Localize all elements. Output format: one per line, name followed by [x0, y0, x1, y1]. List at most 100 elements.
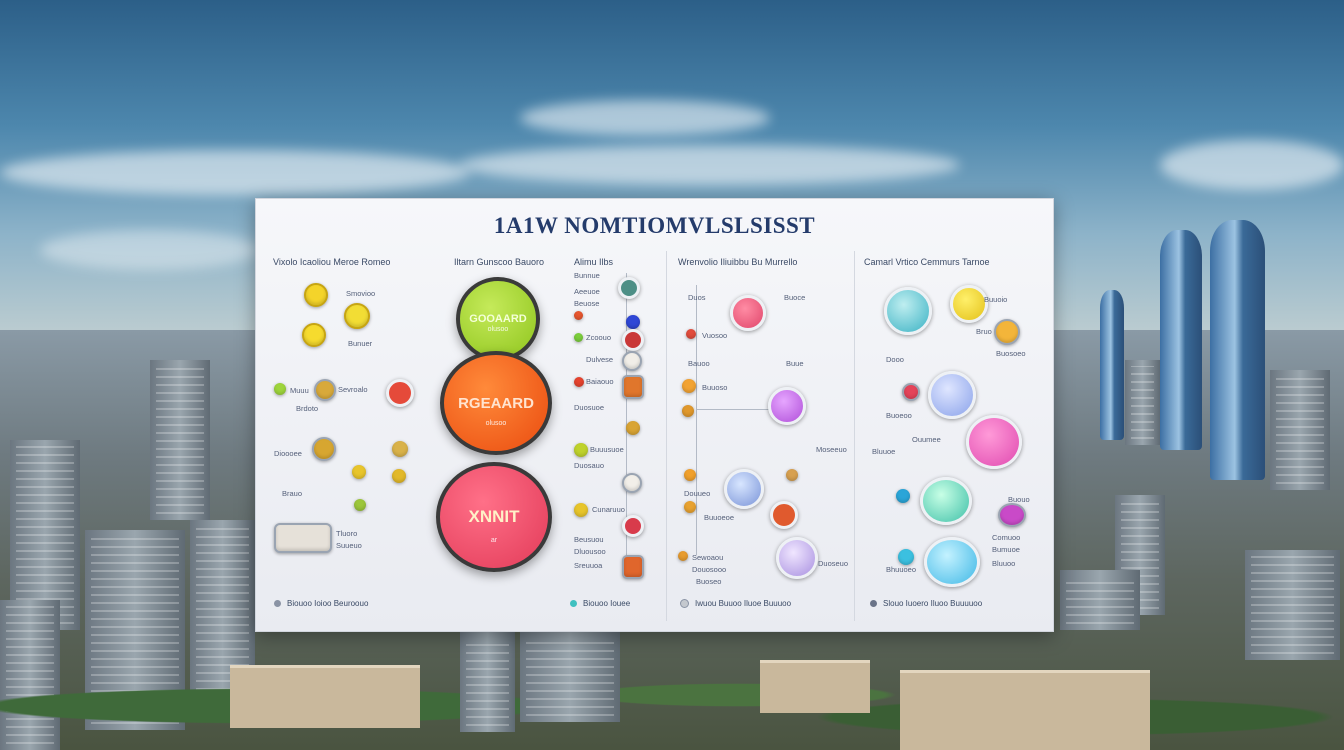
button-sublabel: olusoo — [487, 326, 509, 333]
label: Buue — [786, 359, 804, 368]
label: Duoseuo — [818, 559, 849, 568]
cyan-bubble-icon[interactable] — [924, 537, 980, 587]
label: Duos — [688, 293, 706, 302]
label: Beusuou — [574, 535, 604, 544]
orange-dot-icon[interactable] — [678, 551, 688, 561]
yellow-dot-icon[interactable] — [344, 303, 370, 329]
amber-badge-icon[interactable] — [994, 319, 1020, 345]
info-badge-icon[interactable] — [622, 351, 642, 371]
roof — [230, 665, 420, 728]
label: Beuose — [574, 299, 600, 308]
footer-text: Iwuou Buuoo Iluoe Buuuoo — [695, 599, 792, 608]
aqua-bubble-icon[interactable] — [920, 477, 972, 525]
gold-dot-icon[interactable] — [626, 421, 640, 435]
green-dot-icon[interactable] — [274, 383, 286, 395]
label: Aeeuoe — [574, 287, 600, 296]
label: Tluoro — [336, 529, 358, 538]
label: Buuoio — [984, 295, 1008, 304]
yellow-dot-icon[interactable] — [302, 323, 326, 347]
button-sublabel: ar — [490, 537, 498, 544]
label: Cunaruuo — [592, 505, 625, 514]
label: Bauoo — [688, 359, 710, 368]
teal-bubble-icon[interactable] — [884, 287, 932, 335]
orange-tag-icon[interactable] — [622, 375, 644, 399]
skyscraper — [1100, 290, 1124, 440]
yellow-bubble-icon[interactable] — [950, 285, 988, 323]
yellow-dot-icon[interactable] — [574, 503, 588, 517]
red-dot-icon[interactable] — [686, 329, 696, 339]
tan-dot-icon[interactable] — [786, 469, 798, 481]
roof — [760, 660, 870, 713]
button-label: GOOAARD — [469, 313, 527, 325]
blue-bubble-icon[interactable] — [928, 371, 976, 419]
gold-badge-icon[interactable] — [312, 437, 336, 461]
label: Brauo — [282, 489, 303, 498]
green-dot-icon[interactable] — [354, 499, 366, 511]
skyscraper — [1160, 230, 1202, 450]
green-dot-icon[interactable] — [574, 333, 583, 342]
label: Smovioo — [346, 289, 376, 298]
label: Baiaouo — [586, 377, 614, 386]
orange-dot-icon[interactable] — [682, 379, 696, 393]
info-badge-icon[interactable] — [622, 473, 642, 493]
orange-dot-icon[interactable] — [574, 311, 583, 320]
orange-dot-icon[interactable] — [682, 405, 694, 417]
label: Dooo — [886, 355, 904, 364]
label: Dioooee — [274, 449, 302, 458]
red-badge-icon[interactable] — [622, 515, 644, 537]
label: Sewoaou — [692, 553, 724, 562]
label: Comuoo — [992, 533, 1021, 542]
label: Bluuoo — [992, 559, 1016, 568]
building — [460, 632, 515, 732]
label: Bumuoe — [992, 545, 1020, 554]
lime-dot-icon[interactable] — [574, 443, 588, 457]
label: Bunnue — [574, 271, 600, 280]
label: Bruo — [976, 327, 992, 336]
gold-badge-icon[interactable] — [314, 379, 336, 401]
legend-dot-icon — [680, 599, 689, 608]
label: Buoeoo — [886, 411, 912, 420]
lavender-bubble-icon[interactable] — [776, 537, 818, 579]
label: Bhuuoeo — [886, 565, 917, 574]
yellow-dot-icon[interactable] — [392, 469, 406, 483]
red-badge-icon[interactable] — [622, 329, 644, 351]
purple-badge-icon[interactable] — [998, 503, 1026, 527]
building — [10, 440, 80, 630]
blue-dot-icon[interactable] — [626, 315, 640, 329]
red-badge-icon[interactable] — [902, 383, 920, 401]
orange-status-button[interactable]: RGEAARD olusoo — [440, 351, 552, 455]
device-icon[interactable] — [274, 523, 332, 553]
cloud — [1160, 140, 1344, 190]
column-heading: Camarl Vrtico Cemmurs Tarnoe — [864, 257, 990, 267]
cyan-dot-icon[interactable] — [898, 549, 914, 565]
label: Vuosoo — [702, 331, 728, 340]
teal-badge-icon[interactable] — [618, 277, 640, 299]
label: Douosooo — [692, 565, 727, 574]
label: Sreuuoa — [574, 561, 603, 570]
green-status-button[interactable]: GOOAARD olusoo — [456, 277, 540, 361]
magenta-bubble-icon[interactable] — [966, 415, 1022, 469]
label: Buoce — [784, 293, 806, 302]
orange-dot-icon[interactable] — [684, 469, 696, 481]
yellow-dot-icon[interactable] — [304, 283, 328, 307]
yellow-dot-icon[interactable] — [352, 465, 366, 479]
cloud — [460, 145, 960, 185]
pink-bubble-icon[interactable] — [730, 295, 766, 331]
orange-badge-icon[interactable] — [770, 501, 798, 529]
red-badge-icon[interactable] — [386, 379, 414, 407]
orange-dot-icon[interactable] — [684, 501, 696, 513]
label: Moseeuo — [816, 445, 847, 454]
purple-bubble-icon[interactable] — [768, 387, 806, 425]
red-status-button[interactable]: XNNIT ar — [436, 462, 552, 572]
blue-dot-icon[interactable] — [896, 489, 910, 503]
gold-dot-icon[interactable] — [392, 441, 408, 457]
label: Muuu — [290, 386, 309, 395]
label: Bluuoe — [872, 447, 896, 456]
red-dot-icon[interactable] — [574, 377, 584, 387]
blue-bubble-icon[interactable] — [724, 469, 764, 509]
legend-dot-icon — [870, 600, 877, 607]
footer-legend: Iwuou Buuoo Iluoe Buuuoo — [680, 599, 791, 608]
label: Buuoso — [702, 383, 728, 392]
orange-tag-icon[interactable] — [622, 555, 644, 579]
label: Dulvese — [586, 355, 614, 364]
